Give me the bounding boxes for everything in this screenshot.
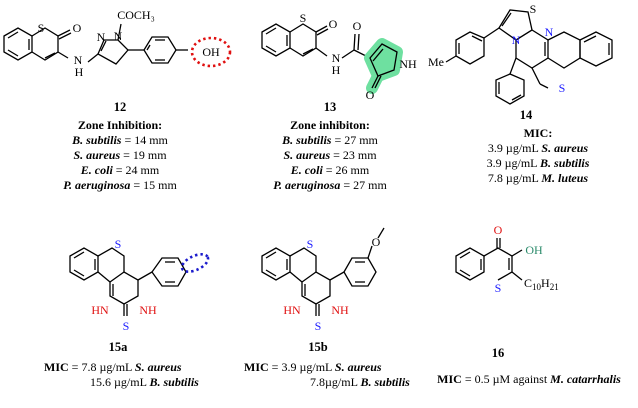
atom-o-15b: O xyxy=(372,235,381,249)
compound-number-15a: 15a xyxy=(108,340,128,354)
alkyl-h-sub: 21 xyxy=(550,282,559,292)
caption-heading-14: MIC: xyxy=(523,126,553,140)
atom-n2-12: N xyxy=(97,30,106,44)
caption-heading-13: Zone inhibiton: xyxy=(290,118,370,132)
atom-alkyl-16: C10H21 xyxy=(524,276,559,292)
atom-o-amide-13: O xyxy=(353,19,362,33)
caption-line: E. coli = 24 mm xyxy=(80,163,160,177)
atom-nh-15a: NH xyxy=(139,303,157,317)
atom-nh-h-12: H xyxy=(75,65,84,79)
atom-h-13: H xyxy=(332,63,341,77)
structure-14 xyxy=(445,9,613,105)
oh-dotted-marker xyxy=(190,36,232,68)
caption-line: E. coli = 26 mm xyxy=(290,163,370,177)
atom-nh-15b: NH xyxy=(331,303,349,317)
caption-line: MIC = 3.9 µg/mL S. aureus xyxy=(244,360,382,374)
atom-s2-14: S xyxy=(559,81,566,95)
activity-caption-16: MIC = 0.5 µM against M. catarrhalis xyxy=(422,372,636,387)
atom-s1-14: S xyxy=(530,2,537,16)
atom-n-13: N xyxy=(332,51,341,65)
caption-line: 7.8µg/mL B. subtilis xyxy=(310,375,410,389)
caption-line: B. subtilis = 14 mm xyxy=(72,133,168,147)
caption-line: 7.8 µg/mL M. luteus xyxy=(487,171,589,185)
atom-o-16: O xyxy=(494,223,503,237)
atom-nh-13: NH xyxy=(399,57,417,71)
atom-nh-n-12: N xyxy=(74,53,83,67)
atom-o-12: O xyxy=(73,21,82,35)
atom-o-13: O xyxy=(329,17,338,31)
alkyl-h: H xyxy=(541,276,550,290)
atom-s-16: S xyxy=(495,281,502,295)
alkyl-c: C xyxy=(524,276,532,290)
caption-line: 3.9 µg/mL S. aureus xyxy=(487,141,589,155)
atom-s-13: S xyxy=(300,11,307,25)
caption-line: P. aeruginosa = 15 mm xyxy=(63,178,177,192)
compound-number-14: 14 xyxy=(519,108,533,122)
activity-caption-13: Zone inhibiton: B. subtilis = 27 mm S. a… xyxy=(230,118,430,193)
atom-n2-14: N xyxy=(545,25,554,39)
structure-15a xyxy=(69,247,187,316)
caption-line: MIC = 7.8 µg/mL S. aureus xyxy=(44,360,182,374)
pyrrolone-highlight xyxy=(364,38,403,94)
atom-s-15a: S xyxy=(115,237,122,251)
atom-acyl-12: COCH₃ xyxy=(117,8,155,22)
caption-line: 15.6 µg/mL B. subtilis xyxy=(90,375,199,389)
atom-s-15b: S xyxy=(307,237,314,251)
compound-number-12: 12 xyxy=(113,100,127,114)
activity-caption-15b: MIC = 3.9 µg/mL S. aureus 7.8µg/mL B. su… xyxy=(238,360,438,390)
caption-line: B. subtilis = 27 mm xyxy=(282,133,378,147)
activity-caption-12: Zone Inhibition: B. subtilis = 14 mm S. … xyxy=(20,118,220,193)
structure-15b xyxy=(261,227,385,316)
alkyl-c-sub: 10 xyxy=(532,282,542,292)
compound-number-15b: 15b xyxy=(308,340,328,354)
structure-12 xyxy=(3,23,188,65)
atom-s-12: S xyxy=(38,21,45,35)
caption-line: S. aureus = 23 mm xyxy=(283,148,377,162)
caption-line: P. aeruginosa = 27 mm xyxy=(273,178,387,192)
structure-13 xyxy=(261,23,371,59)
compound-number-16: 16 xyxy=(491,346,505,360)
atom-hn-15a: HN xyxy=(91,303,109,317)
caption-line: MIC = 0.5 µM against M. catarrhalis xyxy=(437,372,621,386)
caption-heading-12: Zone Inhibition: xyxy=(77,118,163,132)
caption-line: S. aureus = 19 mm xyxy=(73,148,167,162)
atom-oh-16: OH xyxy=(525,243,543,257)
activity-caption-15a: MIC = 7.8 µg/mL S. aureus 15.6 µg/mL B. … xyxy=(22,360,222,390)
atom-hn-15b: HN xyxy=(283,303,301,317)
atom-oh-12: OH xyxy=(202,45,220,59)
para-dotted-marker xyxy=(180,253,210,273)
compound-number-13: 13 xyxy=(323,100,337,114)
atom-thione-s-15b: S xyxy=(315,319,322,333)
structure-16 xyxy=(455,238,523,281)
activity-caption-14: MIC: 3.9 µg/mL S. aureus 3.9 µg/mL B. su… xyxy=(440,126,636,186)
atom-n1-12: N xyxy=(114,29,123,43)
atom-thione-s-15a: S xyxy=(123,319,130,333)
atom-n1-14: N xyxy=(512,33,521,47)
caption-line: 3.9 µg/mL B. subtilis xyxy=(486,156,590,170)
atom-me-14: Me xyxy=(428,55,444,69)
atom-o-ketone-13: O xyxy=(366,88,375,102)
